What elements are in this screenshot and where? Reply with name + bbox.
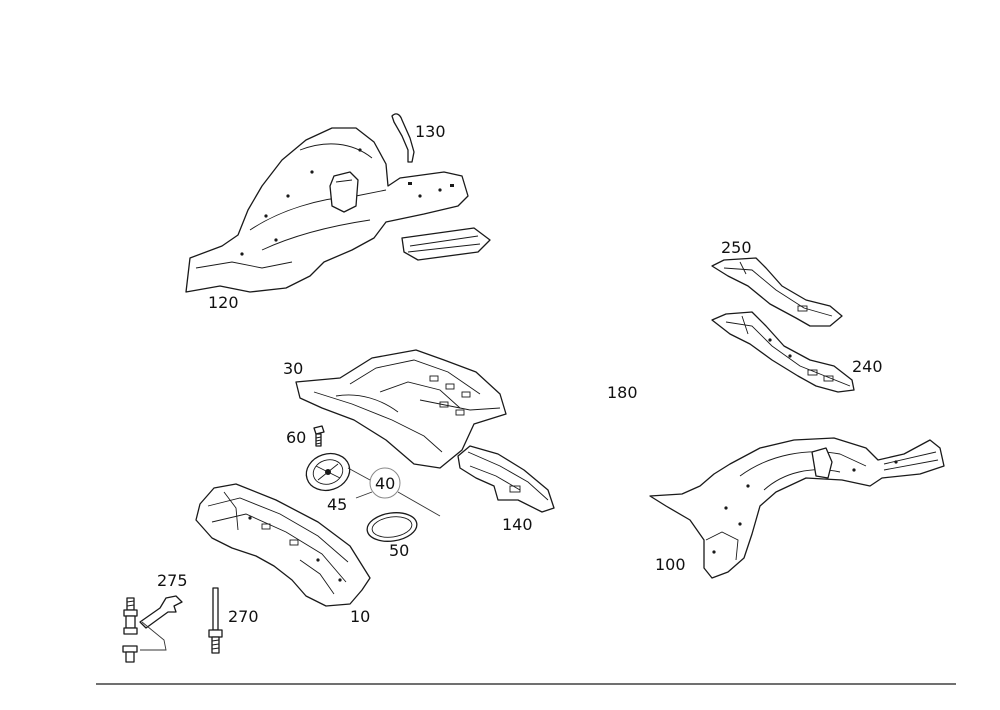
label-240: 240 (852, 357, 883, 376)
part-30-floor-panel[interactable] (295, 349, 507, 469)
part-45-cover-plate[interactable] (302, 448, 355, 496)
label-30: 30 (283, 359, 303, 378)
label-140: 140 (502, 515, 533, 534)
label-120: 120 (208, 293, 239, 312)
part-60-bolt[interactable] (313, 425, 325, 447)
label-250: 250 (721, 238, 752, 257)
part-250-upper-cross-member[interactable] (711, 257, 843, 327)
part-240-lower-cross-member[interactable] (711, 311, 855, 393)
part-275-stud-and-tool[interactable] (122, 595, 183, 663)
part-130-bracket-strip[interactable] (391, 113, 415, 163)
label-270: 270 (228, 607, 259, 626)
label-50: 50 (389, 541, 409, 560)
label-10: 10 (350, 607, 370, 626)
part-100-rear-wheelhouse[interactable] (649, 437, 945, 579)
part-120-front-wheelhouse[interactable] (185, 127, 491, 293)
label-60: 60 (286, 428, 306, 447)
part-50-seal-ring[interactable] (365, 510, 418, 545)
part-140-cross-member[interactable] (457, 445, 555, 513)
part-10-floor-assembly[interactable] (195, 483, 371, 607)
part-270-long-bolt[interactable] (208, 587, 223, 654)
label-45: 45 (327, 495, 347, 514)
label-180: 180 (607, 383, 638, 402)
label-275: 275 (157, 571, 188, 590)
label-130: 130 (415, 122, 446, 141)
part-40-callout (347, 467, 441, 517)
label-100: 100 (655, 555, 686, 574)
label-40: 40 (375, 474, 395, 493)
